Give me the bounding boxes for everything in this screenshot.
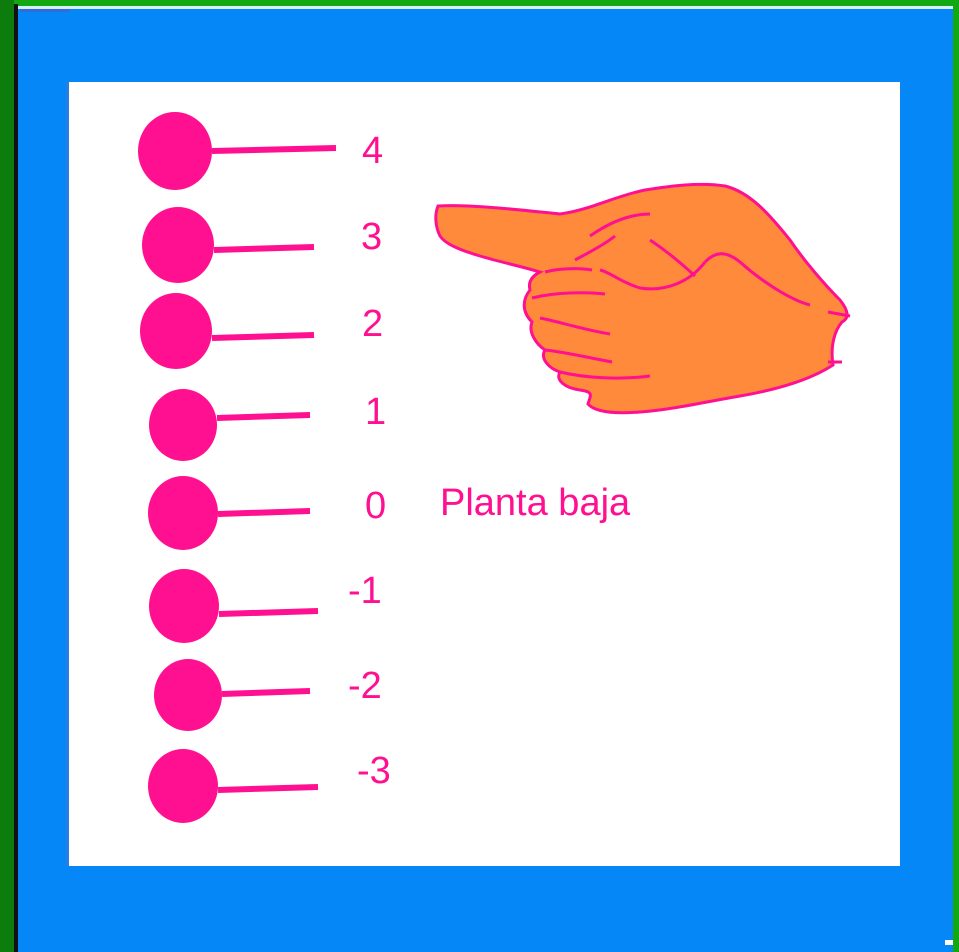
floor-row: 2: [140, 293, 383, 369]
floor-marker-line: [212, 148, 336, 151]
floor-row: -1: [149, 569, 382, 643]
floor-row: 4: [138, 112, 383, 190]
floor-label: 1: [365, 391, 386, 433]
floor-marker-dot: [142, 207, 214, 283]
floor-marker-line: [218, 511, 310, 514]
pointing-hand-icon: [436, 184, 850, 412]
floor-label: -3: [357, 750, 391, 792]
ground-floor-caption: Planta baja: [440, 482, 631, 524]
floor-marker-line: [218, 787, 318, 790]
floor-marker-dot: [149, 389, 217, 461]
floor-marker-line: [219, 611, 318, 614]
floor-marker-line: [212, 335, 314, 338]
floor-marker-dot: [148, 749, 218, 823]
floor-label: -2: [348, 665, 382, 707]
floor-marker-dot: [149, 569, 219, 643]
floor-row: 1: [149, 389, 386, 461]
floor-row: -2: [154, 659, 382, 731]
floor-marker-line: [222, 691, 310, 694]
floor-label: 0: [365, 485, 386, 527]
floor-marker-line: [214, 247, 314, 250]
floor-marker-dot: [140, 293, 212, 369]
floor-row: 3: [142, 207, 382, 283]
floor-list: 4 3 2 1 0 -1 -2 -3: [138, 112, 391, 823]
floor-marker-dot: [154, 659, 222, 731]
floor-marker-dot: [148, 476, 218, 550]
floor-marker-line: [217, 415, 310, 418]
floor-label: 2: [362, 303, 383, 345]
floor-marker-dot: [138, 112, 212, 190]
floor-row: -3: [148, 749, 391, 823]
floor-row: 0: [148, 476, 386, 550]
floor-label: -1: [348, 570, 382, 612]
floor-label: 4: [362, 130, 383, 172]
floor-label: 3: [361, 216, 382, 258]
